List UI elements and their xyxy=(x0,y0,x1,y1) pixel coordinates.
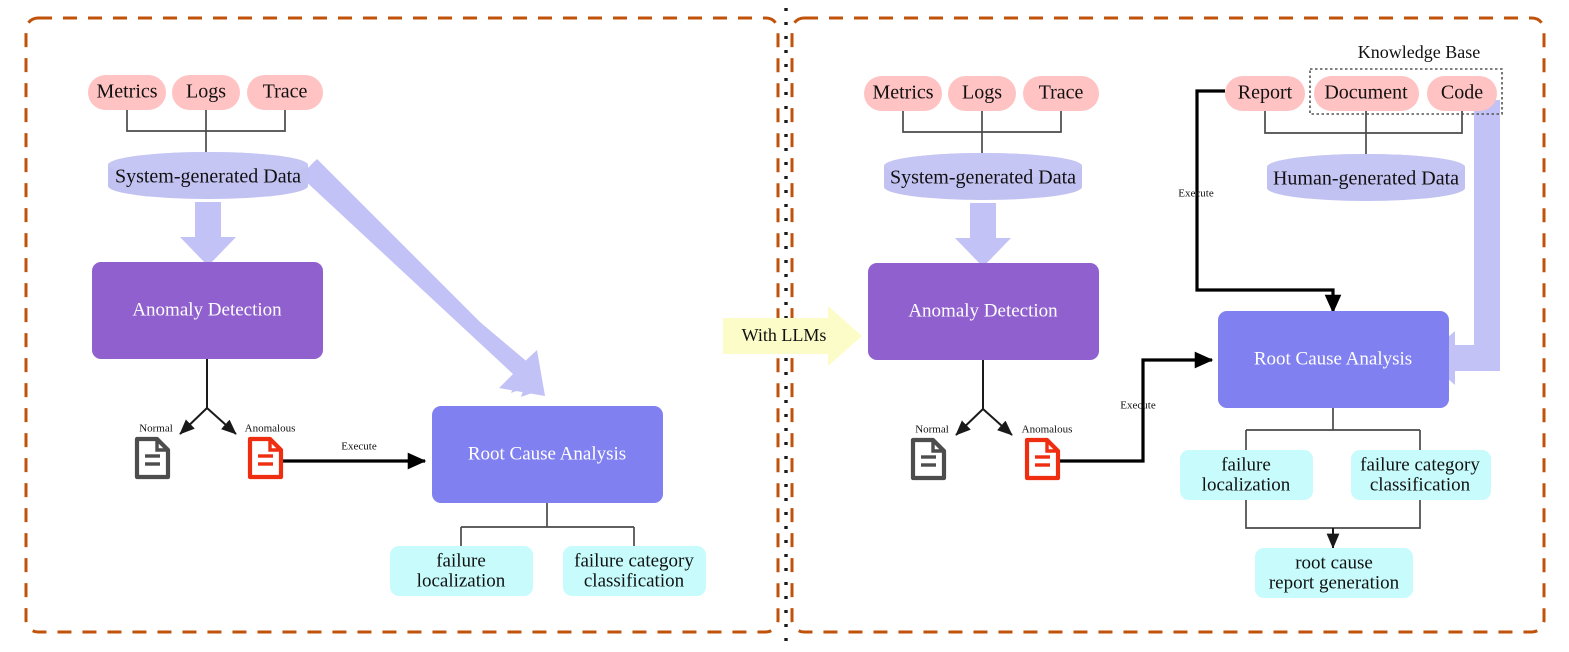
left-output-failure-localization-line2: localization xyxy=(417,570,506,591)
with-llms-arrow-shape xyxy=(723,306,862,366)
left-execute-edge: Execute xyxy=(283,441,427,470)
left-data-to-anomaly-arrow xyxy=(180,202,236,266)
left-output-failure-category-classification[interactable]: failure category classification xyxy=(563,546,706,596)
right-panel-border xyxy=(790,16,1546,634)
left-sources-bracket xyxy=(126,110,286,156)
right-execute-lower-edge: Execute xyxy=(1060,351,1214,463)
right-anomaly-detection[interactable]: Anomaly Detection xyxy=(868,263,1099,360)
right-data-to-anomaly-arrow xyxy=(955,203,1011,267)
left-source-metrics[interactable]: Metrics xyxy=(88,75,166,110)
right-system-generated-data[interactable]: System-generated Data xyxy=(884,153,1082,200)
right-output-failure-category-classification[interactable]: failure category classification xyxy=(1351,450,1491,500)
kb-item-code[interactable]: Code xyxy=(1427,76,1497,111)
with-llms-banner: With LLMs xyxy=(723,306,862,366)
left-data-to-rca-thick-arrow xyxy=(300,159,545,397)
right-source-logs[interactable]: Logs xyxy=(948,76,1016,111)
right-normal-label: Normal xyxy=(915,424,949,436)
right-execute-upper-edge: Execute xyxy=(1178,89,1342,314)
knowledge-base-dotted-box xyxy=(1309,68,1503,115)
left-panel-border xyxy=(24,16,780,634)
left-output-failure-localization[interactable]: failure localization xyxy=(390,546,533,596)
right-execute-lower-label: Execute xyxy=(1120,400,1156,412)
left-source-logs[interactable]: Logs xyxy=(172,75,240,110)
right-source-metrics[interactable]: Metrics xyxy=(864,76,942,111)
left-source-logs-label: Logs xyxy=(186,81,226,103)
kb-item-document-label: Document xyxy=(1324,82,1408,104)
left-root-cause-analysis-label: Root Cause Analysis xyxy=(468,443,626,464)
right-outputs-merge-bracket xyxy=(1245,500,1421,549)
right-output-failure-category-line2: classification xyxy=(1370,474,1471,495)
left-normal-document-icon xyxy=(134,436,171,480)
right-output-failure-localization[interactable]: failure localization xyxy=(1180,450,1313,500)
knowledge-base-title: Knowledge Base xyxy=(1358,42,1480,62)
left-normal-label: Normal xyxy=(139,423,173,435)
right-anomaly-detection-label: Anomaly Detection xyxy=(908,300,1058,321)
kb-item-document[interactable]: Document xyxy=(1314,76,1419,111)
left-output-failure-category-line1: failure category xyxy=(574,550,694,571)
knowledge-base-bracket xyxy=(1264,111,1463,158)
left-output-failure-localization-line1: failure xyxy=(436,550,486,571)
kb-item-code-label: Code xyxy=(1441,82,1483,104)
kb-item-report[interactable]: Report xyxy=(1225,76,1305,111)
right-final-output-line1: root cause xyxy=(1295,552,1373,573)
left-anomaly-branches xyxy=(179,359,237,435)
with-llms-label: With LLMs xyxy=(742,325,827,345)
right-human-generated-data[interactable]: Human-generated Data xyxy=(1267,154,1465,201)
left-source-metrics-label: Metrics xyxy=(96,81,157,103)
left-rca-output-bracket xyxy=(460,503,635,548)
right-output-failure-localization-line1: failure xyxy=(1221,454,1271,475)
left-system-generated-data[interactable]: System-generated Data xyxy=(108,152,308,199)
left-system-generated-data-label: System-generated Data xyxy=(115,166,301,188)
left-execute-label: Execute xyxy=(341,441,377,453)
right-root-cause-analysis-label: Root Cause Analysis xyxy=(1254,348,1412,369)
right-final-output-root-cause-report[interactable]: root cause report generation xyxy=(1255,548,1413,598)
right-source-trace[interactable]: Trace xyxy=(1023,76,1099,111)
left-anomaly-detection-label: Anomaly Detection xyxy=(132,299,282,320)
right-source-metrics-label: Metrics xyxy=(872,82,933,104)
right-sources-bracket xyxy=(902,111,1062,157)
right-source-logs-label: Logs xyxy=(962,82,1002,104)
right-system-generated-data-label: System-generated Data xyxy=(890,167,1076,189)
left-anomaly-detection[interactable]: Anomaly Detection xyxy=(92,262,323,359)
left-output-failure-category-line2: classification xyxy=(584,570,685,591)
right-rca-output-bracket xyxy=(1245,408,1421,452)
right-normal-document-icon xyxy=(910,437,947,481)
left-source-trace[interactable]: Trace xyxy=(247,75,323,110)
left-root-cause-analysis[interactable]: Root Cause Analysis xyxy=(432,406,663,503)
right-anomalous-label: Anomalous xyxy=(1022,424,1073,436)
right-output-failure-category-line1: failure category xyxy=(1360,454,1480,475)
right-anomalous-document-icon xyxy=(1024,437,1061,481)
right-final-output-line2: report generation xyxy=(1269,572,1400,593)
right-output-failure-localization-line2: localization xyxy=(1202,474,1291,495)
right-source-trace-label: Trace xyxy=(1039,82,1084,104)
right-root-cause-analysis[interactable]: Root Cause Analysis xyxy=(1218,311,1449,408)
right-human-generated-data-label: Human-generated Data xyxy=(1273,168,1459,190)
left-source-trace-label: Trace xyxy=(263,81,308,103)
left-anomalous-label: Anomalous xyxy=(245,423,296,435)
right-anomaly-branches xyxy=(955,360,1013,436)
kb-item-report-label: Report xyxy=(1238,82,1293,104)
right-execute-upper-label: Execute xyxy=(1178,188,1214,200)
left-anomalous-document-icon xyxy=(247,436,284,480)
